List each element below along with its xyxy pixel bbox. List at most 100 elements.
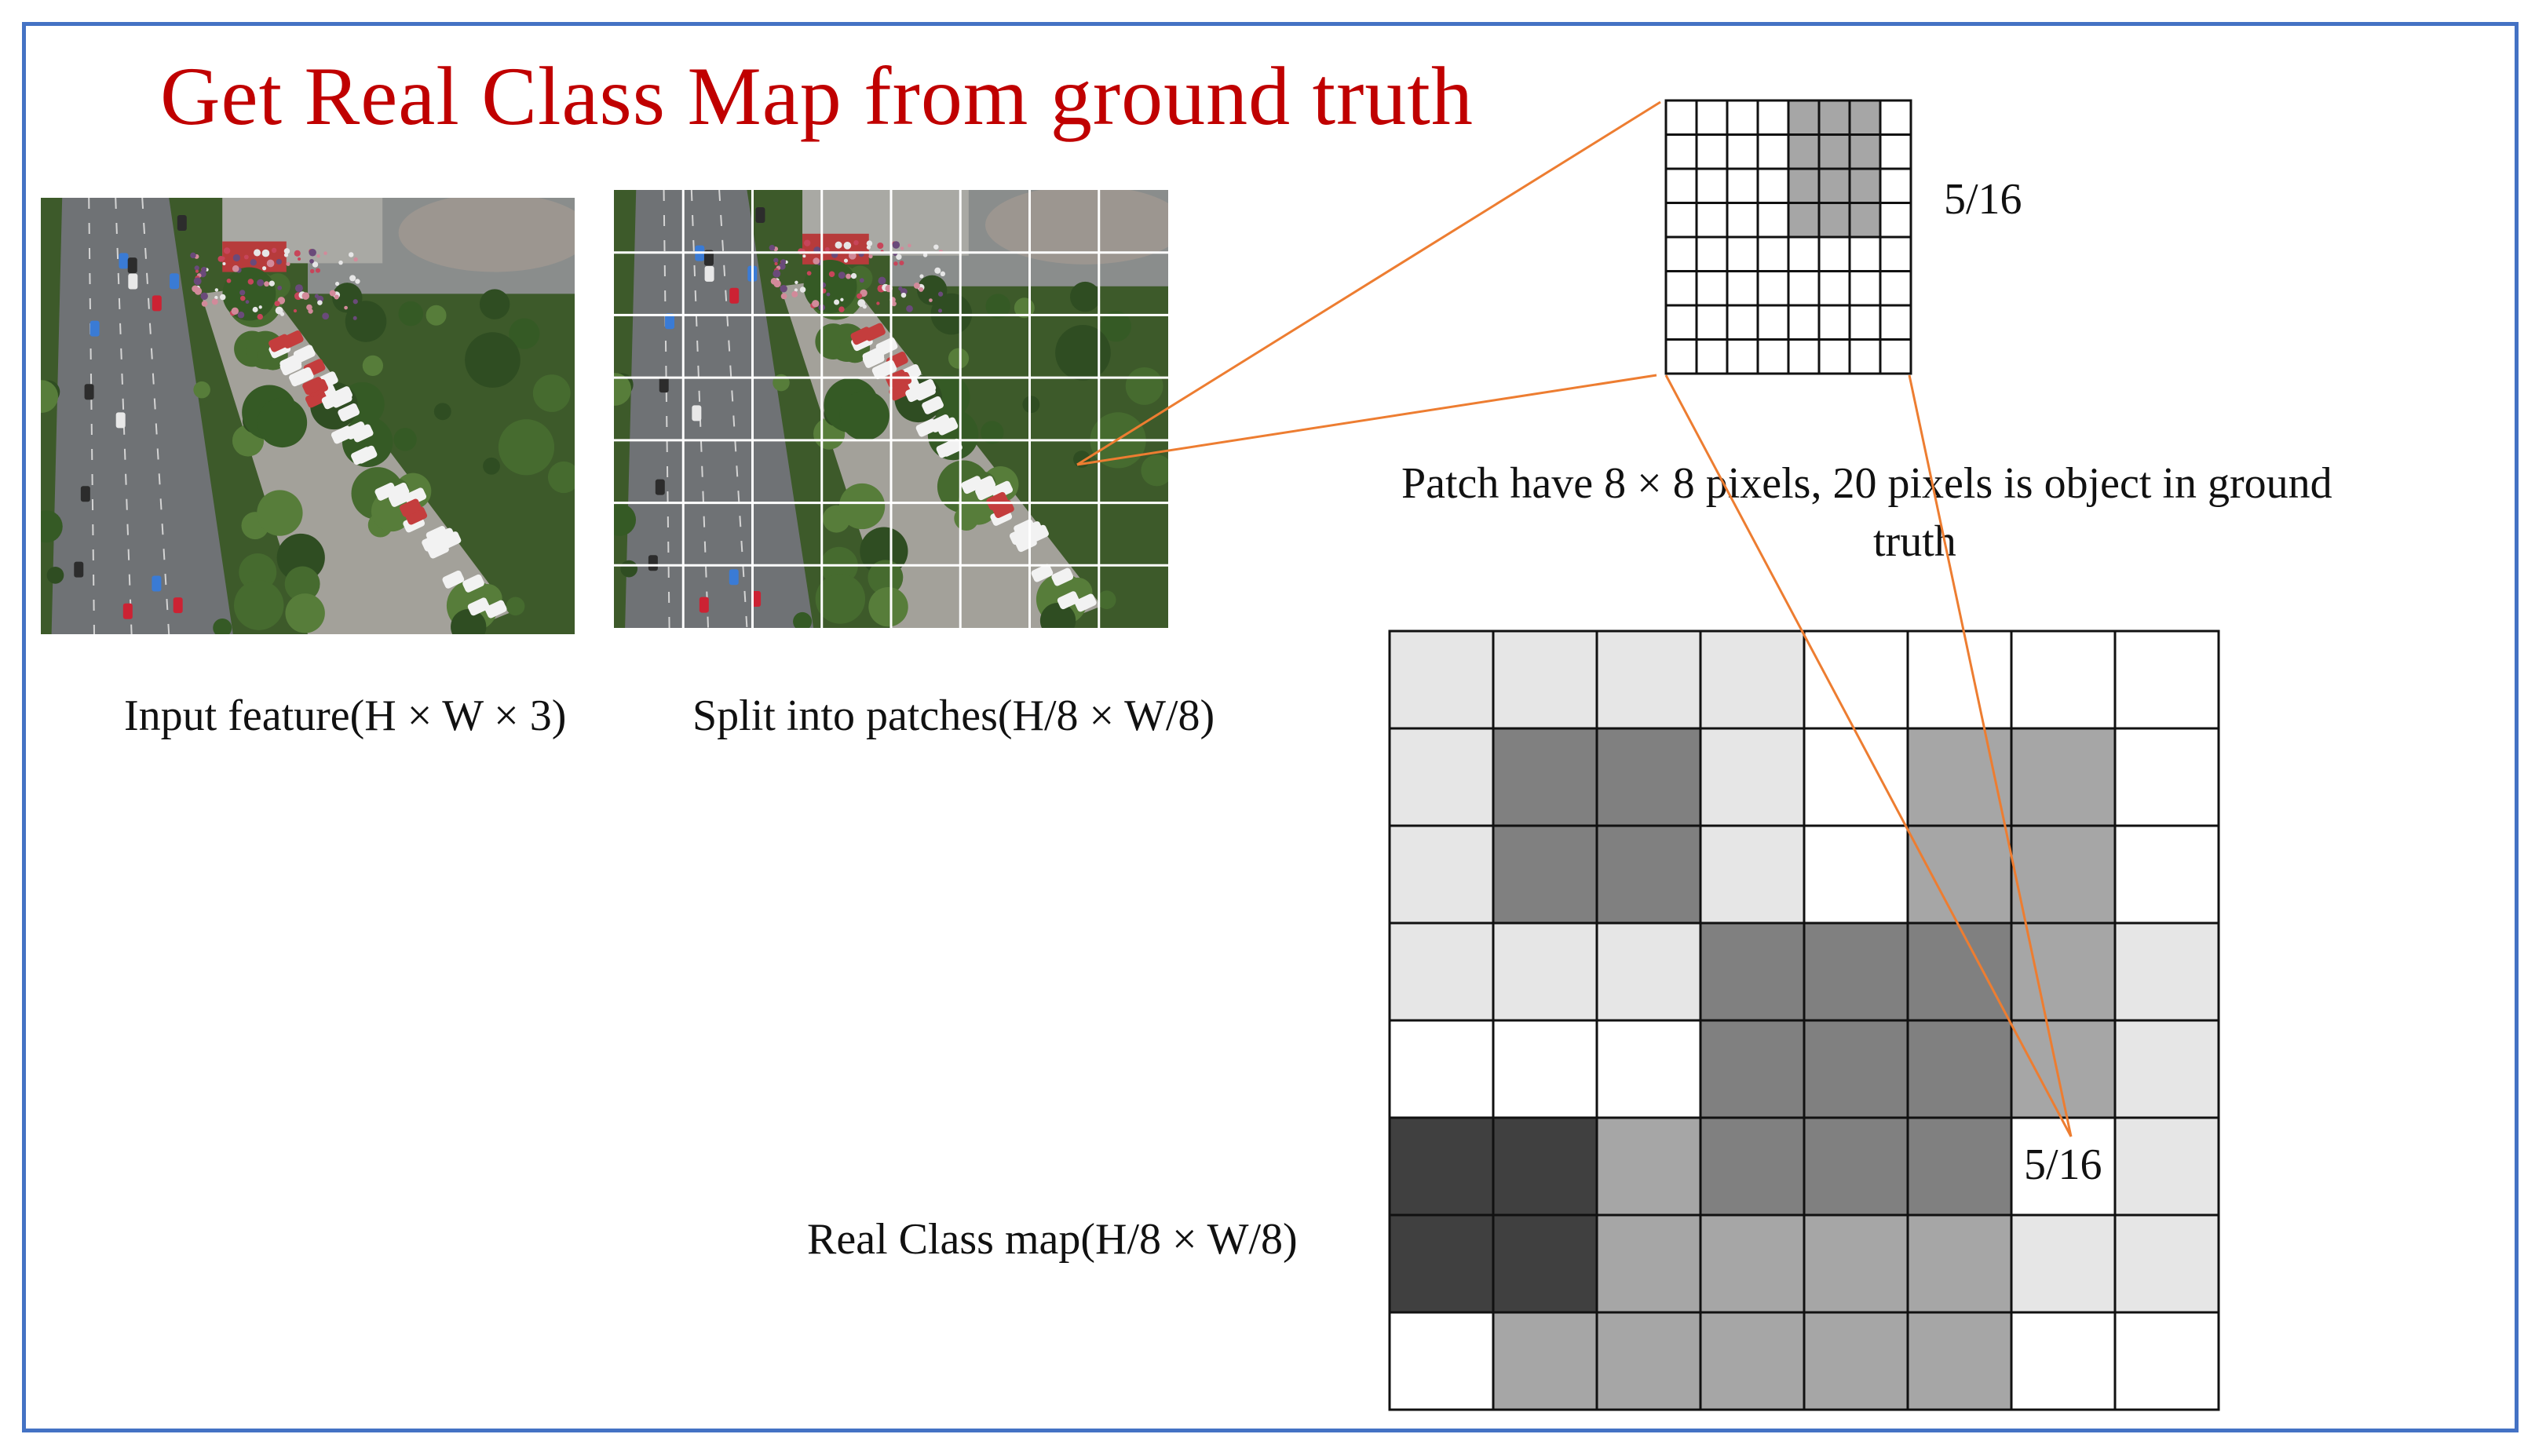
class-map-cell (1388, 727, 1495, 827)
background-pixel (1726, 338, 1759, 375)
diagram-title: Get Real Class Map from ground truth (160, 50, 1474, 142)
background-pixel (1787, 270, 1821, 307)
background-pixel (1664, 99, 1698, 136)
background-pixel (1879, 338, 1912, 375)
class-map-cell (1906, 824, 2013, 925)
class-map-cell (1906, 1019, 2013, 1119)
background-pixel (1817, 304, 1851, 341)
real-class-map-label: Real Class map(H/8 × W/8) (807, 1215, 1298, 1264)
class-map-cell (2010, 921, 2117, 1022)
background-pixel (1879, 202, 1912, 239)
class-map-cell-ratio: 5/16 (2024, 1140, 2102, 1189)
background-pixel (1664, 270, 1698, 307)
connector-lines (1076, 100, 2073, 1137)
background-pixel (1817, 338, 1851, 375)
background-pixel (1879, 167, 1912, 204)
background-pixel (1756, 304, 1790, 341)
class-map-cell (1492, 1311, 1598, 1411)
background-pixel (1695, 133, 1729, 170)
class-map-cell (1803, 921, 1909, 1022)
class-map-cell (1388, 824, 1495, 925)
background-pixel (1695, 235, 1729, 272)
connector-line (1076, 374, 1657, 466)
class-map-cell (1492, 727, 1598, 827)
class-map-cell (1906, 1116, 2013, 1217)
class-map-cell (2113, 1311, 2220, 1411)
class-map-cell (1699, 727, 1806, 827)
class-map-cell (1388, 1311, 1495, 1411)
background-pixel (1756, 235, 1790, 272)
class-map-cell (1492, 921, 1598, 1022)
background-pixel (1756, 167, 1790, 204)
background-pixel (1726, 270, 1759, 307)
background-pixel (1817, 270, 1851, 307)
class-map-cell (1699, 1116, 1806, 1217)
background-pixel (1726, 304, 1759, 341)
class-map-cell (1906, 1213, 2013, 1314)
connector-line (1908, 374, 2073, 1137)
class-map-cell (1699, 921, 1806, 1022)
input-feature-label: Input feature(H × W × 3) (124, 692, 567, 740)
background-pixel (1756, 270, 1790, 307)
class-map-cell (1595, 921, 1702, 1022)
split-patches-image (614, 190, 1168, 628)
background-pixel (1879, 235, 1912, 272)
background-pixel (1879, 133, 1912, 170)
background-pixel (1726, 133, 1759, 170)
object-pixel (1817, 99, 1851, 136)
class-map-cell (2113, 727, 2220, 827)
class-map-cell (1595, 629, 1702, 730)
class-map-cell (1492, 1019, 1598, 1119)
object-pixel (1848, 99, 1882, 136)
class-map-cell (1803, 1019, 1909, 1119)
class-map-cell (2113, 1116, 2220, 1217)
connector-line (1664, 374, 2073, 1137)
background-pixel (1879, 270, 1912, 307)
object-pixel (1817, 202, 1851, 239)
class-map-cell (1906, 629, 2013, 730)
class-map-cell (1803, 1213, 1909, 1314)
background-pixel (1787, 235, 1821, 272)
background-pixel (1879, 304, 1912, 341)
class-map-cell (1595, 1311, 1702, 1411)
class-map-cell (1699, 629, 1806, 730)
background-pixel (1879, 99, 1912, 136)
object-pixel (1787, 133, 1821, 170)
background-pixel (1664, 304, 1698, 341)
background-pixel (1695, 270, 1729, 307)
class-map-cell (2010, 824, 2117, 925)
class-map-cell (1595, 727, 1702, 827)
diagram-frame (22, 22, 2519, 1432)
background-pixel (1848, 338, 1882, 375)
class-map-cell (2113, 1213, 2220, 1314)
connector-line (1076, 100, 1661, 466)
object-pixel (1848, 202, 1882, 239)
class-map-cell (2010, 1311, 2117, 1411)
background-pixel (1695, 167, 1729, 204)
class-map-cell (1388, 1213, 1495, 1314)
class-map-cell (1699, 1311, 1806, 1411)
background-pixel (1726, 167, 1759, 204)
background-pixel (1695, 304, 1729, 341)
background-pixel (1695, 202, 1729, 239)
real-class-map-grid (1388, 629, 2220, 1411)
class-map-cell (1803, 629, 1909, 730)
class-map-cell (1388, 1019, 1495, 1119)
class-map-cell (1699, 1019, 1806, 1119)
background-pixel (1848, 304, 1882, 341)
class-map-cell (2113, 629, 2220, 730)
class-map-cell (1388, 629, 1495, 730)
class-map-cell (1595, 1213, 1702, 1314)
background-pixel (1848, 270, 1882, 307)
class-map-cell (2010, 1213, 2117, 1314)
class-map-cell (1803, 727, 1909, 827)
background-pixel (1787, 304, 1821, 341)
background-pixel (1726, 202, 1759, 239)
background-pixel (1664, 133, 1698, 170)
background-pixel (1756, 202, 1790, 239)
background-pixel (1664, 202, 1698, 239)
class-map-cell (1492, 1116, 1598, 1217)
class-map-cell (1699, 824, 1806, 925)
background-pixel (1695, 338, 1729, 375)
